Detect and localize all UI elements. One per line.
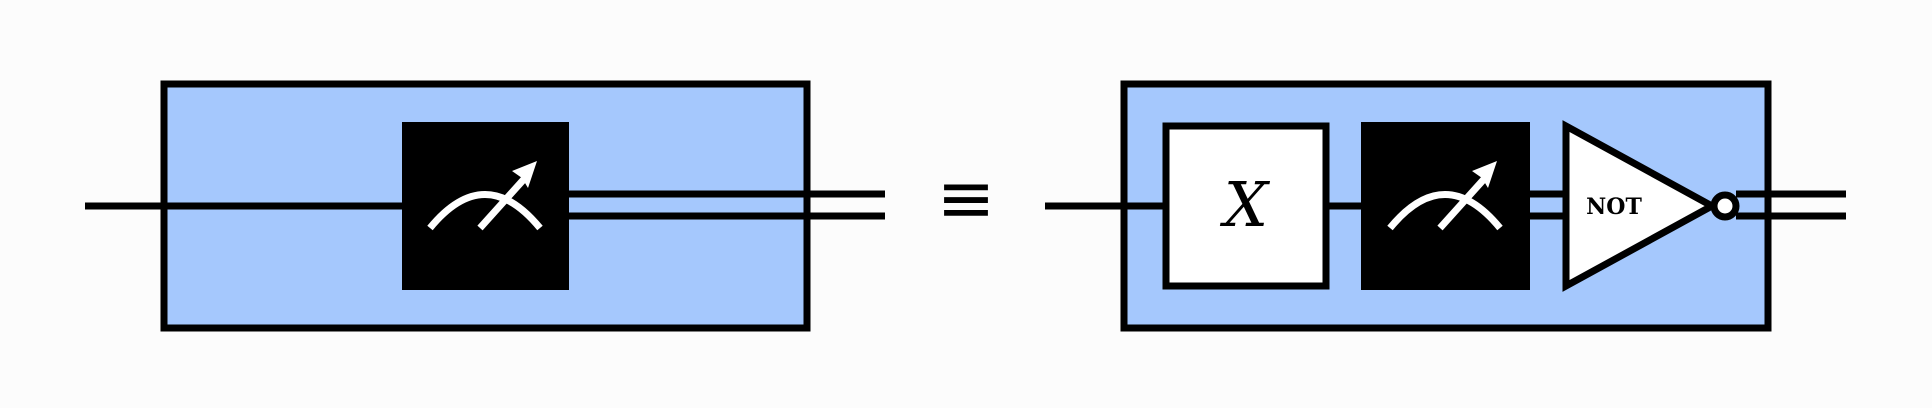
x-gate-label: X [1220, 168, 1271, 241]
equivalence-symbol: ≡ [937, 157, 996, 239]
left-measurement-gate [402, 122, 569, 290]
left-circuit [85, 80, 885, 332]
not-gate-label: NOT [1586, 194, 1642, 220]
right-measurement-gate [1361, 122, 1530, 290]
x-gate [1162, 122, 1330, 290]
right-circuit: X NOT [1045, 80, 1846, 332]
not-gate [1562, 120, 1720, 292]
not-inversion-bubble [1710, 191, 1740, 221]
